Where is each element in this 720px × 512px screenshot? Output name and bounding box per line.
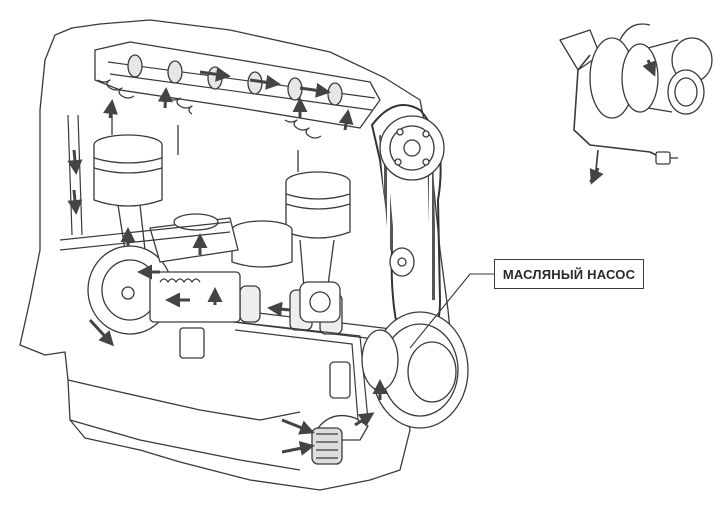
turbo-flow-arrows (589, 59, 657, 185)
turbocharger-inset (559, 23, 713, 119)
oil-gallery (59, 114, 369, 421)
crank-pulley (361, 311, 469, 429)
valve-springs (97, 79, 322, 172)
auxiliary-shaft (179, 281, 351, 399)
timing-belt (371, 104, 442, 346)
tensioner-pulley (389, 247, 415, 277)
oil-flow-arrows (67, 66, 388, 456)
callout-leader (409, 273, 494, 349)
oil-pan (67, 379, 301, 471)
piston-left (93, 134, 163, 207)
oil-pump-callout-label: МАСЛЯНЫЙ НАСОС (494, 259, 644, 289)
cam-pulley (379, 115, 445, 181)
piston-middle (231, 220, 293, 268)
oil-strainer (311, 414, 369, 465)
piston-right (285, 171, 351, 239)
turbo-sensor (655, 151, 678, 165)
